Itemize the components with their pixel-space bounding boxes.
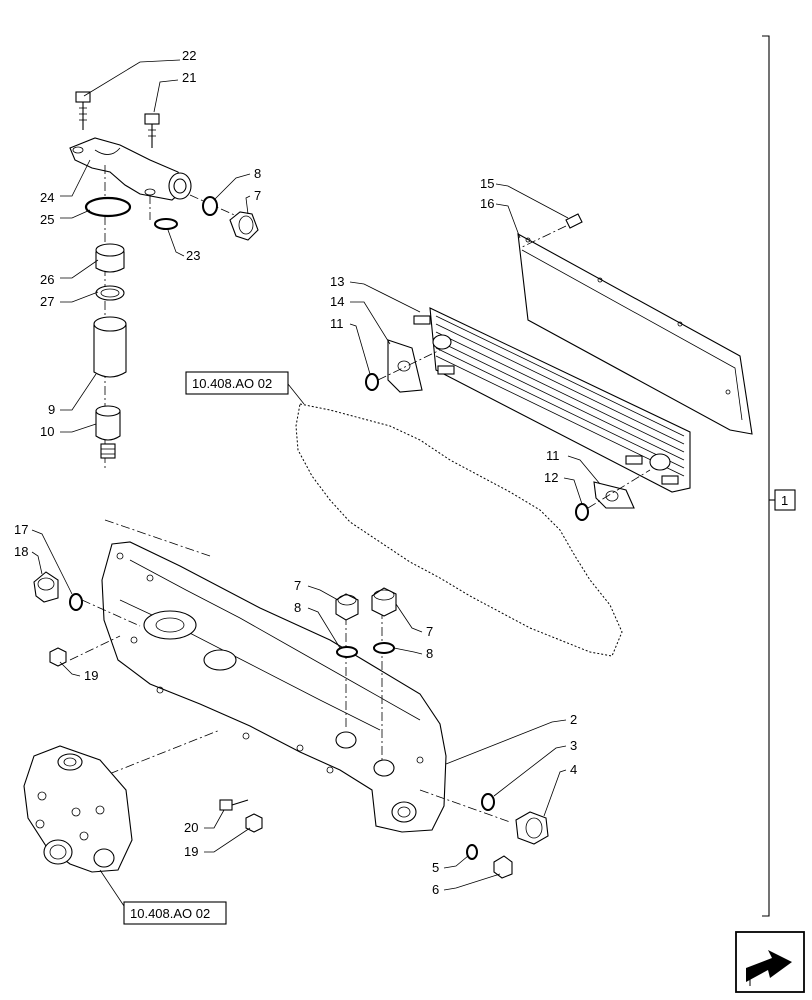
callout-27: 27 xyxy=(40,294,54,309)
callout-26: 26 xyxy=(40,272,54,287)
callout-3: 3 xyxy=(570,738,577,753)
oil-filter-head xyxy=(69,519,511,833)
callout-17: 17 xyxy=(14,522,28,537)
callout-7-mid: 7 xyxy=(294,578,301,593)
callout-8-mid: 8 xyxy=(294,600,301,615)
callout-11-left: 11 xyxy=(330,316,344,331)
callout-23: 23 xyxy=(186,248,200,263)
callout-24: 24 xyxy=(40,190,54,205)
callout-18: 18 xyxy=(14,544,28,559)
callout-5: 5 xyxy=(432,860,439,875)
reference-label-bottom: 10.408.AO 02 xyxy=(130,906,210,921)
engine-block-outline xyxy=(295,403,623,657)
callout-22: 22 xyxy=(182,48,196,63)
oil-cooler xyxy=(365,213,753,521)
callout-7-top: 7 xyxy=(254,188,261,203)
reference-label-top: 10.408.AO 02 xyxy=(192,376,272,391)
next-page-arrow-icon[interactable] xyxy=(735,931,805,993)
leader-lines xyxy=(31,59,601,891)
callout-8-top: 8 xyxy=(254,166,261,181)
callout-21: 21 xyxy=(182,70,196,85)
callout-2: 2 xyxy=(570,712,577,727)
thermostat-housing xyxy=(69,91,259,470)
callout-16: 16 xyxy=(480,196,494,211)
callout-numbers: 22 21 24 25 26 27 9 10 8 7 23 15 16 13 1… xyxy=(14,48,577,897)
callout-19-left: 19 xyxy=(84,668,98,683)
callout-4: 4 xyxy=(570,762,577,777)
reference-box-bottom[interactable]: 10.408.AO 02 xyxy=(99,869,227,925)
group-label: 1 xyxy=(781,493,788,508)
callout-19-bottom: 19 xyxy=(184,844,198,859)
callout-7-right: 7 xyxy=(426,624,433,639)
callout-14: 14 xyxy=(330,294,344,309)
group-bracket: 1 xyxy=(762,35,796,917)
pump-housing xyxy=(23,745,133,873)
callout-8-right: 8 xyxy=(426,646,433,661)
callout-13: 13 xyxy=(330,274,344,289)
callout-6: 6 xyxy=(432,882,439,897)
callout-25: 25 xyxy=(40,212,54,227)
callout-10: 10 xyxy=(40,424,54,439)
callout-15: 15 xyxy=(480,176,494,191)
callout-11-right: 11 xyxy=(546,448,560,463)
callout-12: 12 xyxy=(544,470,558,485)
reference-box-top[interactable]: 10.408.AO 02 xyxy=(185,371,305,405)
callout-9: 9 xyxy=(48,402,55,417)
callout-20: 20 xyxy=(184,820,198,835)
small-fittings xyxy=(33,571,549,879)
